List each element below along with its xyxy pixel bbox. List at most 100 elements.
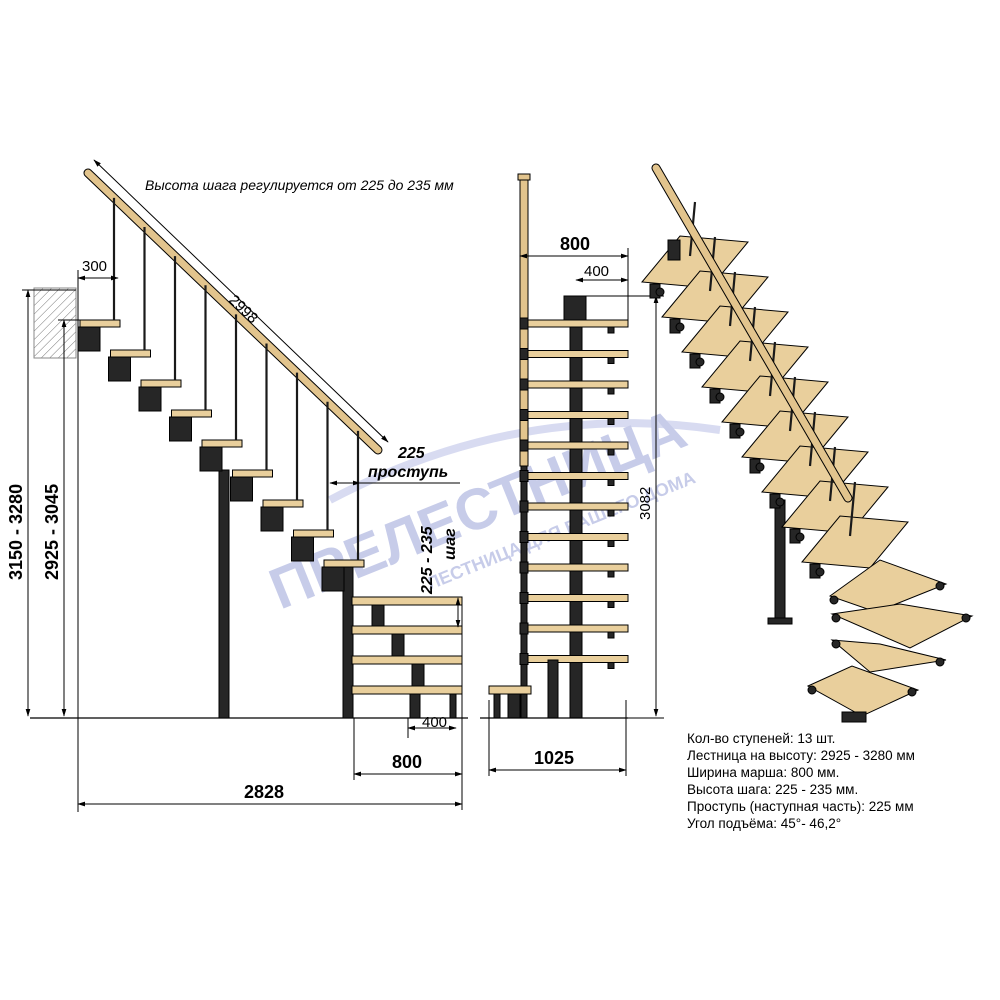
dim-300: 300 [82,258,107,275]
front-bolt [607,387,615,395]
front-bolt [607,540,615,547]
iso-winder [830,603,974,649]
dim-front-1025: 1025 [534,748,574,768]
iso-bolt [831,639,841,649]
front-bolt [607,326,615,334]
front-tread [527,319,629,328]
front-bracket [519,653,529,665]
front-bolt [607,357,615,364]
iso-bolt [655,287,665,297]
note-step-height: Высота шага регулируется от 225 до 235 м… [145,177,454,193]
spec-line: Угол подъёма: 45°- 46,2° [687,816,841,831]
stringer-block [230,476,253,502]
stringer-block [199,446,223,472]
specs-block: Кол-во ступеней: 13 шт. Лестница на высо… [687,731,915,831]
stringer-block [138,386,162,412]
front-bolt [607,601,615,608]
front-bracket [519,592,529,604]
iso-bolt [775,497,785,507]
spec-line: Кол-во ступеней: 13 шт. [687,731,835,746]
front-bracket [519,378,529,391]
front-bolt [607,418,615,425]
front-bracket [519,561,529,574]
spec-line: Проступь (наступная часть): 225 мм [687,799,914,814]
iso-winder [828,559,948,613]
iso-winder [806,665,920,717]
iso-bolt [807,685,817,695]
tread [232,469,273,478]
dim-bottom-800: 800 [392,752,422,772]
tread [140,379,182,388]
front-tread [527,411,629,419]
dim-step-label: шаг [442,528,459,560]
front-tread [527,350,629,358]
front-bolt [607,631,615,639]
front-tread [527,533,629,541]
dim-front-3082: 3082 [637,487,654,520]
iso-bolt [831,613,841,623]
iso-winder [830,639,947,673]
tread [110,349,151,358]
front-tread [527,441,629,450]
iso-bolt [795,532,805,542]
front-bracket [519,348,529,360]
front-bolt [607,509,615,517]
front-bolt [607,570,615,578]
front-view [480,173,629,719]
iso-top-bracket [667,239,681,261]
iso-tread [801,515,909,569]
front-bracket [519,317,529,330]
tread [79,319,121,328]
stringer-block [260,506,284,532]
tread [201,439,243,448]
front-treads [519,317,629,669]
wall-hatch [33,287,77,359]
tread [171,409,212,418]
stringer-block [291,536,314,562]
spec-line: Лестница на высоту: 2925 - 3280 мм [687,748,915,763]
stringer-block [169,416,192,442]
iso-bolt [935,581,945,591]
front-bolt [607,479,615,486]
dim-outer-height: 3150 - 3280 [6,484,26,580]
dim-total-length: 2828 [244,782,284,802]
dim-step: 225 - 235 [419,525,436,595]
spec-line: Ширина марша: 800 мм. [687,765,839,780]
stringer-block [77,326,101,352]
iso-bolt [907,687,917,697]
iso-bolt [715,392,725,402]
front-bracket [519,500,529,513]
front-bolt [607,662,615,669]
front-bracket [519,409,529,421]
front-tread [527,502,629,511]
iso-bolt [735,427,745,437]
tread [293,529,334,538]
front-bracket [519,470,529,482]
iso-bolt [935,657,945,667]
iso-view [641,163,974,723]
front-tread [527,472,629,480]
front-tread [527,380,629,389]
front-bracket [519,439,529,452]
dim-225: 225 [397,445,426,462]
front-tread [527,563,629,572]
iso-bolt [815,567,825,577]
dim-inner-height: 2925 - 3045 [42,484,62,580]
stringer-block [108,356,131,382]
dim-front-400: 400 [584,263,609,280]
dim-prostup: проступь [368,464,448,481]
spec-line: Высота шага: 225 - 235 мм. [687,782,858,797]
dim-front-800: 800 [560,234,590,254]
front-tread [527,594,629,602]
front-bracket [519,622,529,635]
iso-bolt [829,595,839,605]
tread [323,559,365,568]
front-bolt [607,448,615,456]
iso-bolt [675,322,685,332]
side-balusters [112,197,360,560]
stringer-block [321,566,345,592]
iso-baluster [848,481,857,537]
front-bracket [519,531,529,543]
front-tread [527,655,629,663]
